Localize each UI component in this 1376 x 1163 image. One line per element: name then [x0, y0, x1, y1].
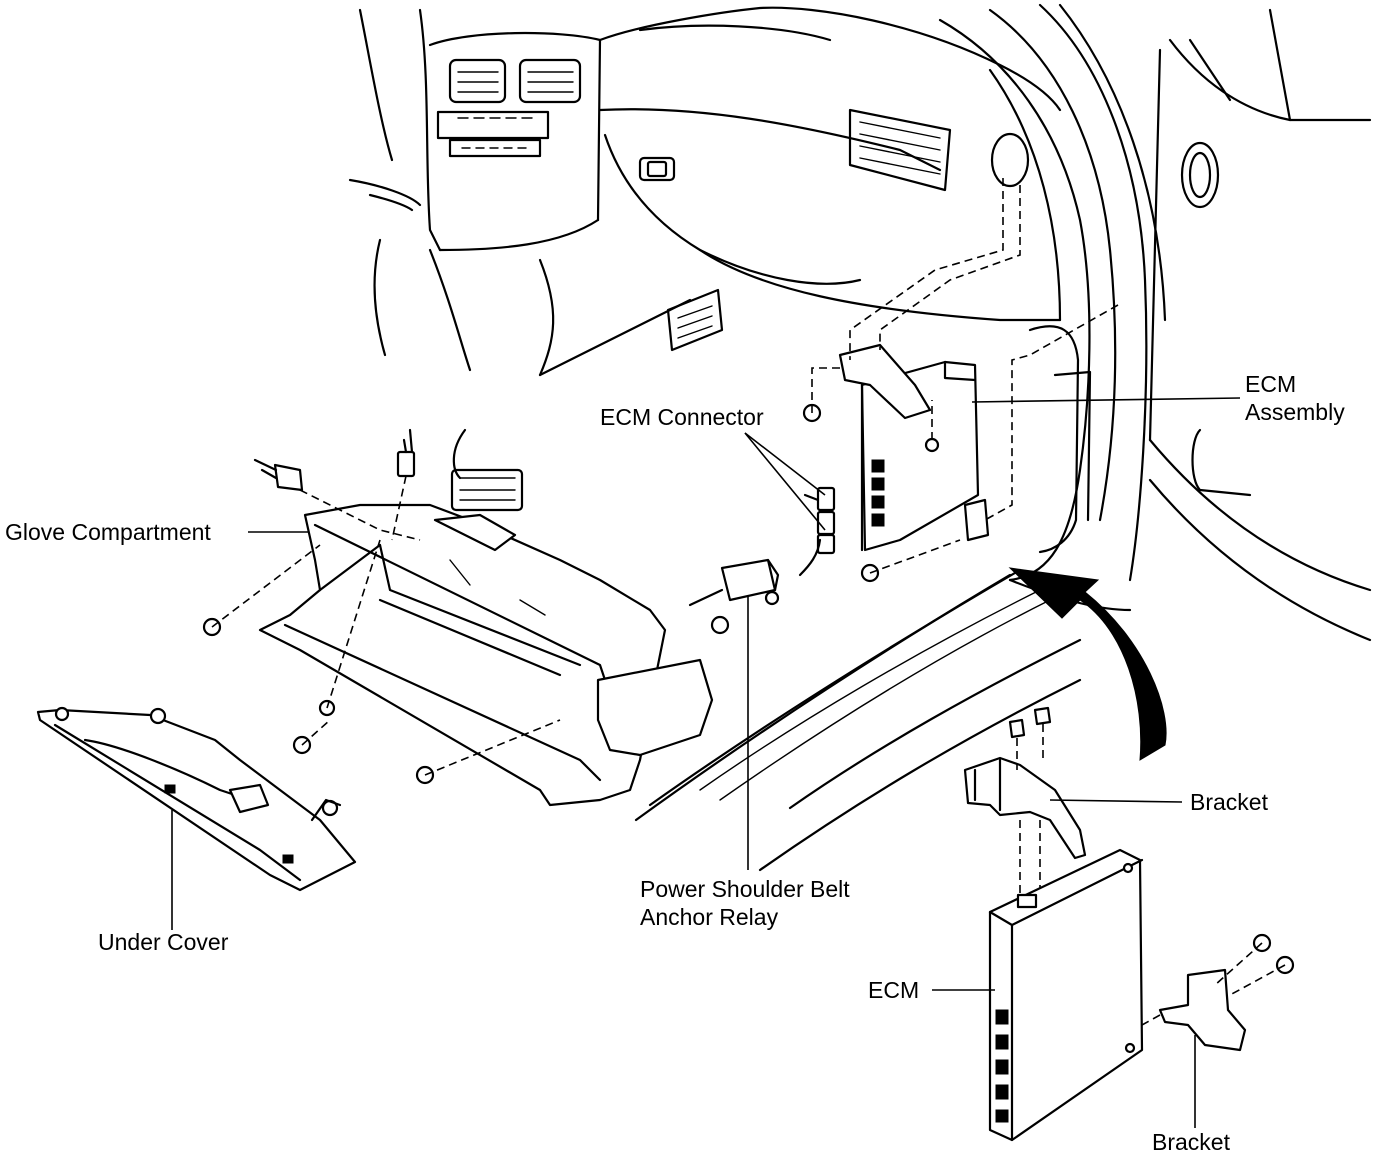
glove-dash-lines: [211, 475, 561, 776]
install-guide-lines: [811, 178, 1119, 574]
ecm-connectors: [798, 486, 836, 577]
leader-lines: [171, 397, 1241, 1128]
label-under-cover: Under Cover: [98, 929, 229, 955]
label-bracket-bottom: Bracket: [1152, 1129, 1231, 1155]
ecm-detail-drawing: [963, 706, 1295, 1142]
label-power-relay-line2: Anchor Relay: [640, 904, 779, 930]
ecm-assembly-installed: [802, 343, 990, 583]
dashboard-drawing: [348, 3, 1372, 872]
label-ecm-connector: ECM Connector: [600, 404, 764, 430]
glove-compartment-drawing: [202, 428, 714, 807]
label-ecm: ECM: [868, 977, 919, 1003]
text-labels: ECM Connector ECM Assembly Glove Compart…: [5, 371, 1345, 1155]
label-ecm-assembly-line1: ECM: [1245, 371, 1296, 397]
under-cover-drawing: [36, 706, 357, 892]
label-bracket-top: Bracket: [1190, 789, 1269, 815]
power-relay: [688, 558, 780, 635]
label-glove-compartment: Glove Compartment: [5, 519, 211, 545]
label-power-relay-line1: Power Shoulder Belt: [640, 876, 850, 902]
label-ecm-assembly-line2: Assembly: [1245, 399, 1345, 425]
install-direction-arrow: [1008, 567, 1167, 761]
